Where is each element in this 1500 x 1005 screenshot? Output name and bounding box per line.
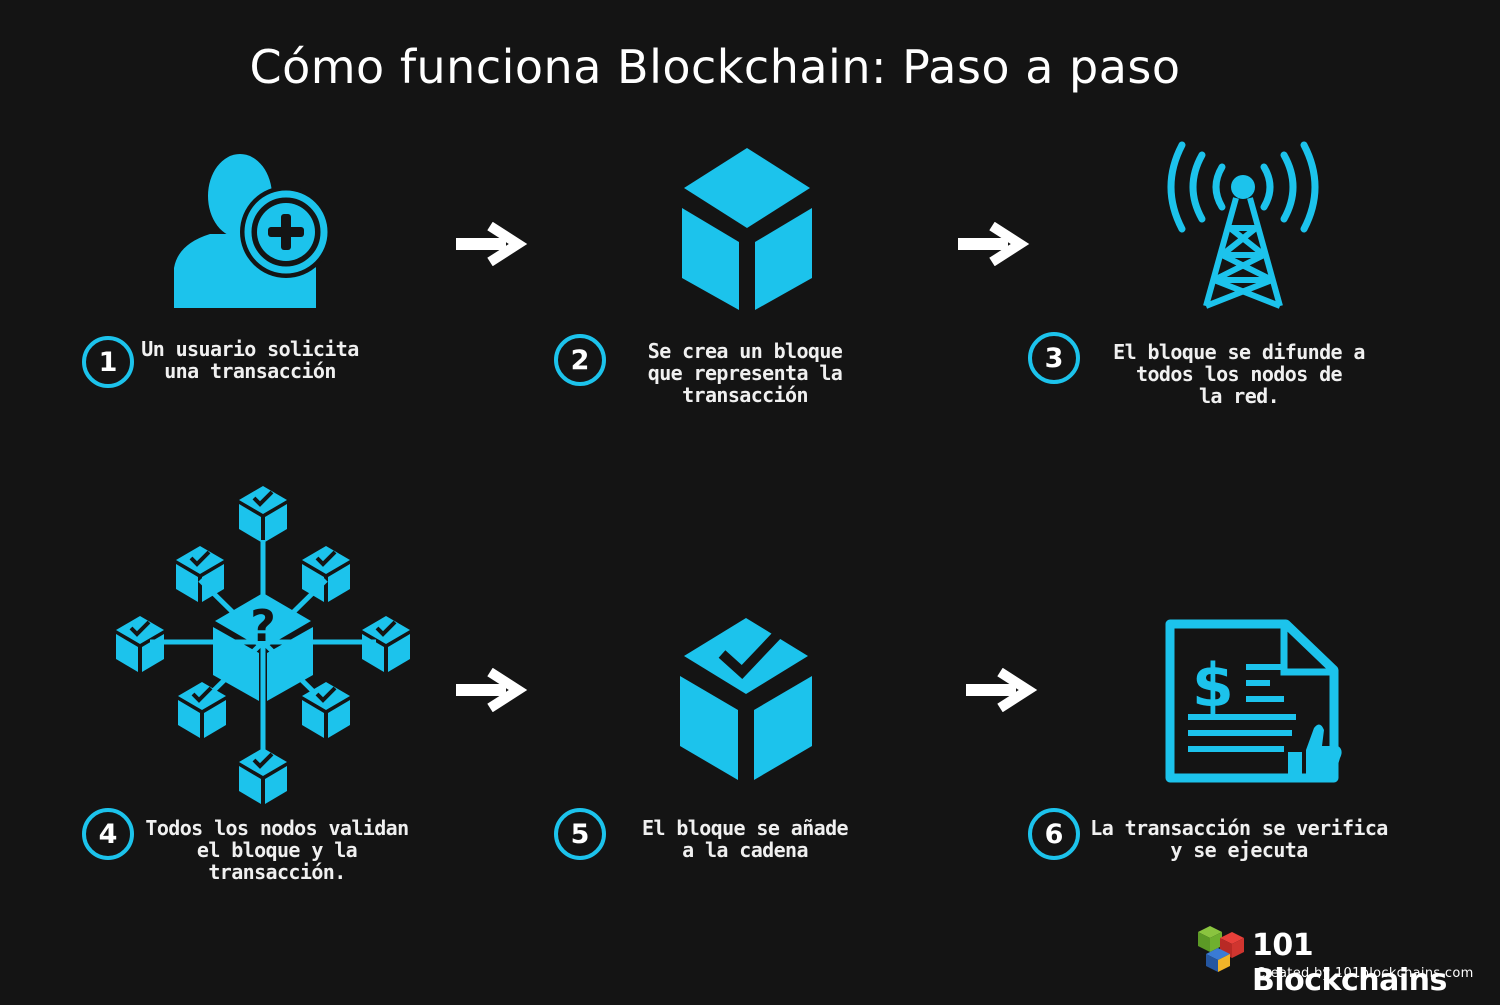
step-description-4: Todos los nodos validan el bloque y la t… <box>145 816 409 884</box>
step-number-5: 5 <box>554 808 606 860</box>
step-description-3: El bloque se difunde a todos los nodos d… <box>1113 340 1365 408</box>
cube-check-icon <box>680 618 812 780</box>
step-description-5: El bloque se añade a la cadena <box>642 816 849 862</box>
step-number-3: 3 <box>1028 332 1080 384</box>
brand-logo-icon <box>1198 926 1244 972</box>
step-description-1: Un usuario solicita una transacción <box>141 337 359 383</box>
step-number-1: 1 <box>82 336 134 388</box>
node-network-icon: ? <box>114 484 412 806</box>
svg-text:$: $ <box>1192 651 1234 721</box>
page-title: Cómo funciona Blockchain: Paso a paso <box>249 40 1181 94</box>
arrow-right-icon <box>966 668 1038 712</box>
step-description-2: Se crea un bloque que representa la tran… <box>647 339 843 407</box>
arrow-right-icon <box>958 222 1030 266</box>
broadcast-tower-icon <box>1167 141 1319 309</box>
step-description-6: La transacción se verifica y se ejecuta <box>1090 816 1388 862</box>
arrow-right-icon <box>456 222 528 266</box>
invoice-approved-icon: $ <box>1165 619 1342 783</box>
brand-name: 101 Blockchains <box>1252 928 1447 998</box>
step-number-4: 4 <box>82 808 134 860</box>
svg-text:?: ? <box>250 601 276 652</box>
step-number-2: 2 <box>554 334 606 386</box>
cube-icon <box>682 148 812 310</box>
user-add-icon <box>174 154 330 308</box>
step-number-6: 6 <box>1028 808 1080 860</box>
brand-credit: Created by 101blockchains.com <box>1256 966 1474 981</box>
arrow-right-icon <box>456 668 528 712</box>
